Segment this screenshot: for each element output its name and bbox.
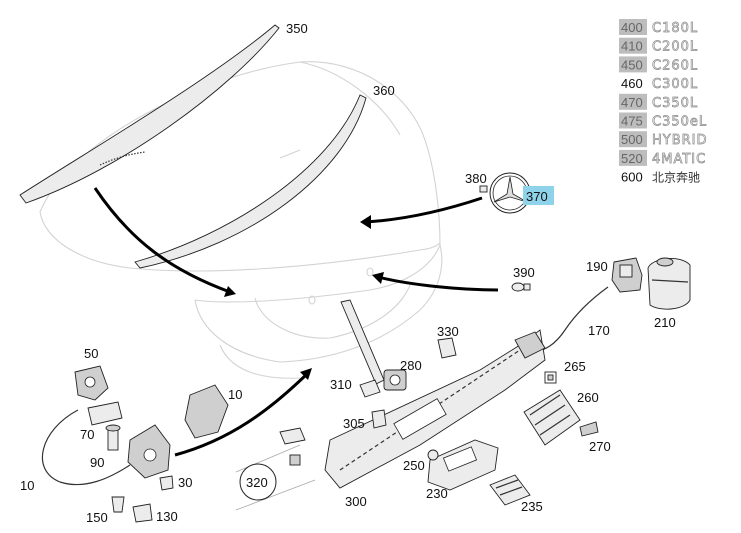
callout-10-cable[interactable]: 10 <box>20 478 34 493</box>
assembly-arrows <box>93 187 499 457</box>
screw-30[interactable] <box>159 475 174 491</box>
callout-210[interactable]: 210 <box>654 315 676 330</box>
grommet-330[interactable] <box>437 337 457 359</box>
emblem-row[interactable]: 520 4MATIC <box>619 149 706 167</box>
emblem-row[interactable]: 500 HYBRID <box>619 131 708 149</box>
pin-90[interactable] <box>105 424 121 451</box>
emblem-lettering: 4MATIC <box>652 152 706 167</box>
trunk-latch-10-upper[interactable] <box>184 384 229 439</box>
emblem-code: 450 <box>621 57 643 72</box>
emblem-lettering: C260L <box>652 58 698 73</box>
emblem-list: 400 C180L 410 C200L 450 C260L 460 C300L 470 C350L… <box>619 19 708 185</box>
callout-90[interactable]: 90 <box>90 455 104 470</box>
callout-250[interactable]: 250 <box>403 458 425 473</box>
emblem-row[interactable]: 460 C300L <box>621 76 698 92</box>
rear-camera-rod-280[interactable] <box>340 299 407 391</box>
trunk-trim-strip-300[interactable] <box>324 329 546 489</box>
trunk-latch-10-left[interactable] <box>127 424 171 479</box>
emblem-code: 600 <box>621 170 643 185</box>
nut-265[interactable] <box>544 371 557 384</box>
callout-360[interactable]: 360 <box>373 83 395 98</box>
emblem-code: 520 <box>621 151 643 166</box>
emblem-lettering: HYBRID <box>652 133 708 148</box>
emblem-code: 475 <box>621 114 643 129</box>
callout-170[interactable]: 170 <box>588 323 610 338</box>
callout-350[interactable]: 350 <box>286 21 308 36</box>
emblem-code-shade <box>619 19 647 35</box>
callout-10-upper[interactable]: 10 <box>228 387 242 402</box>
callout-380[interactable]: 380 <box>465 171 487 186</box>
callout-235[interactable]: 235 <box>521 499 543 514</box>
callout-260[interactable]: 260 <box>577 390 599 405</box>
sensor-kit-320[interactable] <box>235 427 316 511</box>
emblem-row[interactable]: 600 北京奔驰 <box>621 170 700 185</box>
lamp-unit-235[interactable] <box>489 474 531 506</box>
trunk-spoiler-360[interactable] <box>134 94 367 269</box>
emblem-row[interactable]: 450 C260L <box>619 56 698 74</box>
emblem-lettering: C350L <box>652 96 698 111</box>
emblem-lettering: 北京奔驰 <box>652 171 700 185</box>
clip-130[interactable] <box>132 503 153 523</box>
emblem-row[interactable]: 470 C350L <box>619 93 698 111</box>
callout-330[interactable]: 330 <box>437 324 459 339</box>
callout-150[interactable]: 150 <box>86 510 108 525</box>
emblem-code: 410 <box>621 39 643 54</box>
callout-130[interactable]: 130 <box>156 509 178 524</box>
callout-280[interactable]: 280 <box>400 358 422 373</box>
reservoir-210[interactable] <box>647 257 691 310</box>
callout-370-highlight <box>523 186 554 205</box>
roof-spoiler-350[interactable] <box>19 24 280 204</box>
emblem-row[interactable]: 410 C200L <box>619 37 698 55</box>
callout-390[interactable]: 390 <box>513 265 535 280</box>
plug-390[interactable] <box>511 282 531 292</box>
emblem-code: 460 <box>621 76 643 91</box>
bolt-380[interactable] <box>479 185 488 193</box>
emblem-code-shade <box>619 131 647 148</box>
clip-305[interactable] <box>371 409 387 429</box>
emblem-code-shade <box>619 37 647 54</box>
clip-310[interactable] <box>359 379 381 398</box>
emblem-row[interactable]: 400 C180L <box>619 19 698 36</box>
callout-265[interactable]: 265 <box>564 359 586 374</box>
emblem-code: 500 <box>621 132 643 147</box>
emblem-code-shade <box>619 112 647 129</box>
callout-50[interactable]: 50 <box>84 346 98 361</box>
callout-310[interactable]: 310 <box>330 377 352 392</box>
emblem-lettering: C300L <box>652 77 698 92</box>
callout-320[interactable]: 320 <box>246 475 268 490</box>
callout-190[interactable]: 190 <box>586 259 608 274</box>
cover-70[interactable] <box>87 401 123 426</box>
emblem-code: 400 <box>621 20 643 35</box>
callout-30[interactable]: 30 <box>178 475 192 490</box>
emblem-code-shade <box>619 149 647 166</box>
license-plate-holder-260[interactable] <box>523 389 581 446</box>
release-cable-10[interactable] <box>41 409 131 486</box>
bulb-250[interactable] <box>427 449 439 461</box>
emblem-code-shade <box>619 93 647 110</box>
callout-370[interactable]: 370 <box>526 189 548 204</box>
emblem-lettering: C350eL <box>652 115 707 130</box>
rivet-150[interactable] <box>111 496 125 513</box>
callout-305[interactable]: 305 <box>343 416 365 431</box>
callout-300[interactable]: 300 <box>345 494 367 509</box>
callout-270[interactable]: 270 <box>589 439 611 454</box>
emblem-lettering: C200L <box>652 40 698 55</box>
callout-70[interactable]: 70 <box>80 427 94 442</box>
emblem-code-shade <box>619 56 647 73</box>
callout-230[interactable]: 230 <box>426 486 448 501</box>
star-emblem-370[interactable] <box>489 172 531 214</box>
lock-actuator-50[interactable] <box>74 365 109 401</box>
screw-270[interactable] <box>579 421 599 437</box>
license-lamp-230[interactable] <box>427 439 499 491</box>
bowden-cable-170[interactable] <box>534 286 609 353</box>
emblem-lettering: C180L <box>652 21 698 36</box>
callout-labels: 350 360 380 370 390 190 170 210 330 280 … <box>20 21 676 525</box>
actuator-190[interactable] <box>611 257 643 293</box>
emblem-row[interactable]: 475 C350eL <box>619 112 707 130</box>
emblem-code: 470 <box>621 95 643 110</box>
